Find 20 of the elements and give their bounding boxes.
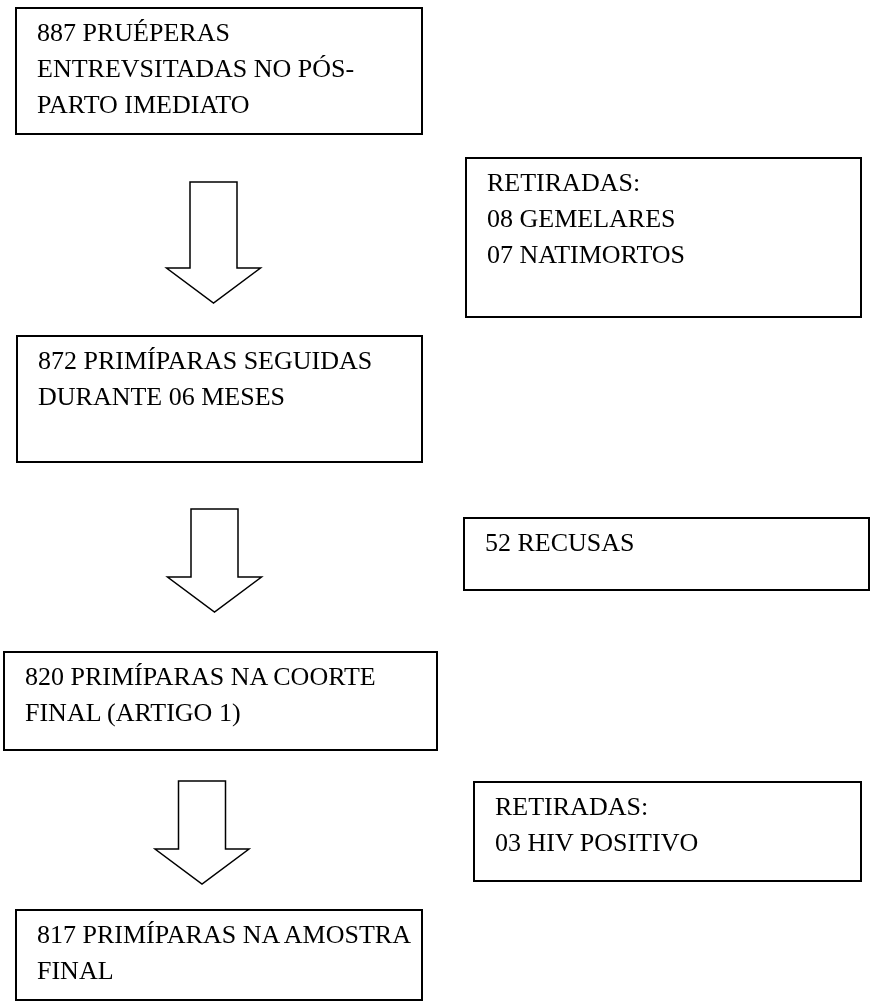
box-text: 820 PRIMÍPARAS NA COORTE FINAL (ARTIGO 1) <box>25 661 377 729</box>
process-box <box>15 7 423 135</box>
box-text: 887 PRUÉPERAS ENTREVSITADAS NO PÓS-PARTO IMEDIATO <box>37 17 356 121</box>
box-text: 817 PRIMÍPARAS NA AMOSTRA FINAL <box>37 919 411 987</box>
process-box <box>465 157 862 318</box>
box-text: 08 GEMELARES <box>487 203 677 235</box>
box-text: 52 RECUSAS <box>485 527 636 559</box>
process-box <box>463 517 870 591</box>
block-arrow <box>165 508 264 613</box>
box-text: 07 NATIMORTOS <box>487 239 687 271</box>
process-box <box>473 781 862 882</box>
process-box <box>15 909 423 1001</box>
process-box <box>3 651 438 751</box>
block-arrow <box>164 181 263 304</box>
process-box <box>16 335 423 463</box>
box-text: RETIRADAS: <box>487 167 642 199</box>
box-text: 872 PRIMÍPARAS SEGUIDAS DURANTE 06 MESES <box>38 345 374 413</box>
box-text: RETIRADAS: <box>495 791 650 823</box>
box-text: 03 HIV POSITIVO <box>495 827 700 859</box>
block-arrow <box>152 780 252 885</box>
